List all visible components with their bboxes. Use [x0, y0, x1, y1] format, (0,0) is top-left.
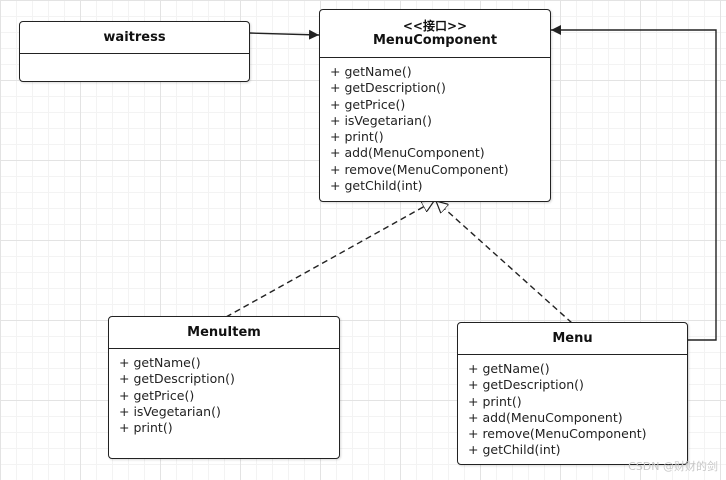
class-menu-component[interactable]: <<接口>> MenuComponent + getName() + getDe… [319, 9, 551, 202]
class-name: MenuItem [187, 324, 261, 340]
class-menu-item-body: + getName() + getDescription() + getPric… [109, 349, 339, 436]
class-menu-header: Menu [458, 323, 687, 355]
method-item: + print() [468, 393, 522, 409]
class-menu-item-header: MenuItem [109, 317, 339, 349]
class-menu-component-body: + getName() + getDescription() + getPric… [320, 58, 550, 194]
method-item: + isVegetarian() [119, 403, 221, 419]
method-item: + isVegetarian() [330, 112, 432, 128]
method-item: + add(MenuComponent) [330, 145, 485, 161]
class-menu-component-header: <<接口>> MenuComponent [320, 10, 550, 58]
method-item: + getDescription() [119, 371, 235, 387]
method-item: + getChild(int) [468, 442, 561, 458]
method-item: + print() [119, 420, 173, 436]
method-item: + getPrice() [330, 96, 406, 112]
class-name: Menu [552, 330, 593, 346]
class-waitress-body [20, 54, 249, 60]
class-menu-body: + getName() + getDescription() + print()… [458, 355, 687, 459]
method-item: + getName() [119, 355, 201, 370]
method-item: + getDescription() [330, 80, 446, 96]
class-stereotype: <<接口>> [402, 18, 468, 33]
method-item: + getDescription() [468, 377, 584, 393]
class-name: waitress [103, 29, 166, 45]
method-item: + getName() [468, 361, 550, 376]
class-waitress[interactable]: waitress [19, 21, 250, 82]
association-menu-to-menu-component [551, 25, 717, 341]
realization-menu-item-to-menu-component [225, 201, 434, 318]
method-item: + getPrice() [119, 387, 195, 403]
association-waitress-to-menu-component [248, 29, 320, 40]
class-menu-item[interactable]: MenuItem + getName() + getDescription() … [108, 316, 340, 459]
method-item: + remove(MenuComponent) [330, 161, 509, 177]
method-item: + getChild(int) [330, 178, 423, 194]
watermark-text: CSDN @财财的剑 [628, 460, 718, 473]
method-item: + print() [330, 129, 384, 145]
method-item: + add(MenuComponent) [468, 409, 623, 425]
class-waitress-header: waitress [20, 22, 249, 54]
method-item: + remove(MenuComponent) [468, 426, 647, 442]
realization-menu-to-menu-component [436, 201, 573, 324]
class-menu[interactable]: Menu + getName() + getDescription() + pr… [457, 322, 688, 465]
class-name: MenuComponent [372, 32, 498, 48]
method-item: + getName() [330, 64, 412, 79]
